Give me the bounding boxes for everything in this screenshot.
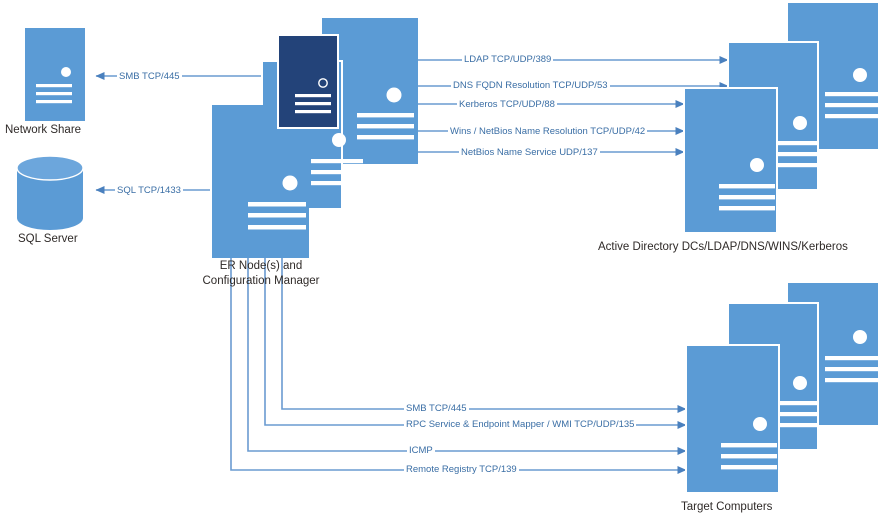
caption-active-directory: Active Directory DCs/LDAP/DNS/WINS/Kerbe… — [598, 241, 848, 253]
node-target-front-server[interactable] — [685, 344, 780, 494]
er-mid-slot — [311, 170, 363, 175]
ad-mid-slot — [765, 152, 819, 157]
target-front-slot — [721, 465, 777, 470]
ad-mid-led-icon — [793, 116, 807, 130]
label-sql-1433: SQL TCP/1433 — [115, 185, 183, 196]
ad-mid-slot — [765, 163, 819, 168]
target-back-led-icon — [853, 330, 867, 344]
label-icmp: ICMP — [407, 445, 435, 456]
network-share-body — [25, 28, 85, 121]
ad-back-slot — [825, 103, 879, 108]
network-share-slot — [36, 92, 72, 96]
er-front-slot — [248, 213, 306, 218]
network-share-led-icon — [61, 67, 71, 77]
er-front-slot — [248, 202, 306, 207]
er-primary-led-icon — [318, 78, 328, 88]
er-mid-slot — [311, 181, 363, 186]
target-mid-led-icon — [793, 376, 807, 390]
er-mid-slot — [311, 159, 363, 164]
ad-front-body — [683, 87, 778, 234]
er-primary-slot — [295, 102, 331, 106]
ad-front-slot — [719, 184, 775, 189]
label-kerberos-88: Kerberos TCP/UDP/88 — [457, 99, 557, 110]
sql-server-cylinder-top — [17, 156, 83, 180]
target-front-led-icon — [753, 417, 767, 431]
target-back-slot — [825, 367, 879, 372]
sql-server-cylinder-body — [17, 168, 83, 230]
er-front-led-icon — [282, 175, 298, 191]
label-wins-42: Wins / NetBios Name Resolution TCP/UDP/4… — [448, 126, 648, 137]
ad-back-slot — [825, 114, 879, 119]
ad-back-led-icon — [853, 68, 867, 82]
ad-front-led-icon — [750, 158, 764, 172]
target-mid-slot — [765, 412, 819, 417]
target-front-body — [685, 344, 780, 494]
er-primary-body — [277, 34, 339, 129]
caption-network-share: Network Share — [5, 124, 82, 136]
caption-er-node-line1: ER Node(s) and — [219, 260, 303, 272]
ad-mid-slot — [765, 141, 819, 146]
connector-icmp — [247, 258, 687, 455]
target-mid-slot — [765, 423, 819, 428]
node-ad-front-server[interactable] — [683, 87, 778, 234]
target-front-slot — [721, 454, 777, 459]
target-front-slot — [721, 443, 777, 448]
er-primary-slot — [295, 110, 331, 114]
sql-server-cylinder-rim — [16, 155, 84, 181]
node-er-primary-server[interactable] — [277, 34, 339, 129]
label-dns-53: DNS FQDN Resolution TCP/UDP/53 — [451, 80, 610, 91]
ad-back-slot — [825, 92, 879, 97]
er-mid-led-icon — [332, 133, 346, 147]
target-back-slot — [825, 356, 879, 361]
er-back-slot — [357, 135, 414, 140]
ad-front-slot — [719, 195, 775, 200]
node-network-share[interactable] — [25, 28, 85, 121]
connector-remote-registry-139 — [230, 258, 687, 474]
label-netbios-137: NetBios Name Service UDP/137 — [459, 147, 600, 158]
node-sql-server[interactable] — [16, 155, 84, 230]
caption-sql-server: SQL Server — [18, 233, 78, 245]
er-front-slot — [248, 225, 306, 230]
connector-smb-445-target — [281, 258, 687, 413]
network-share-slot — [36, 100, 72, 104]
er-back-led-icon — [386, 87, 402, 103]
target-back-slot — [825, 378, 879, 383]
node-er-front-server[interactable] — [212, 105, 309, 258]
label-smb-445-target: SMB TCP/445 — [404, 403, 469, 414]
caption-target-computers: Target Computers — [681, 501, 773, 513]
caption-er-node-line2: Configuration Manager — [202, 275, 320, 287]
er-back-slot — [357, 113, 414, 118]
network-share-slot — [36, 84, 72, 88]
label-rpc-135: RPC Service & Endpoint Mapper / WMI TCP/… — [404, 419, 637, 430]
er-primary-slot — [295, 94, 331, 98]
er-back-slot — [357, 124, 414, 129]
ad-front-slot — [719, 206, 775, 211]
label-smb-445-share: SMB TCP/445 — [117, 71, 182, 82]
label-ldap-389: LDAP TCP/UDP/389 — [462, 54, 554, 65]
target-mid-slot — [765, 401, 819, 406]
label-remote-registry-139: Remote Registry TCP/139 — [404, 464, 519, 475]
